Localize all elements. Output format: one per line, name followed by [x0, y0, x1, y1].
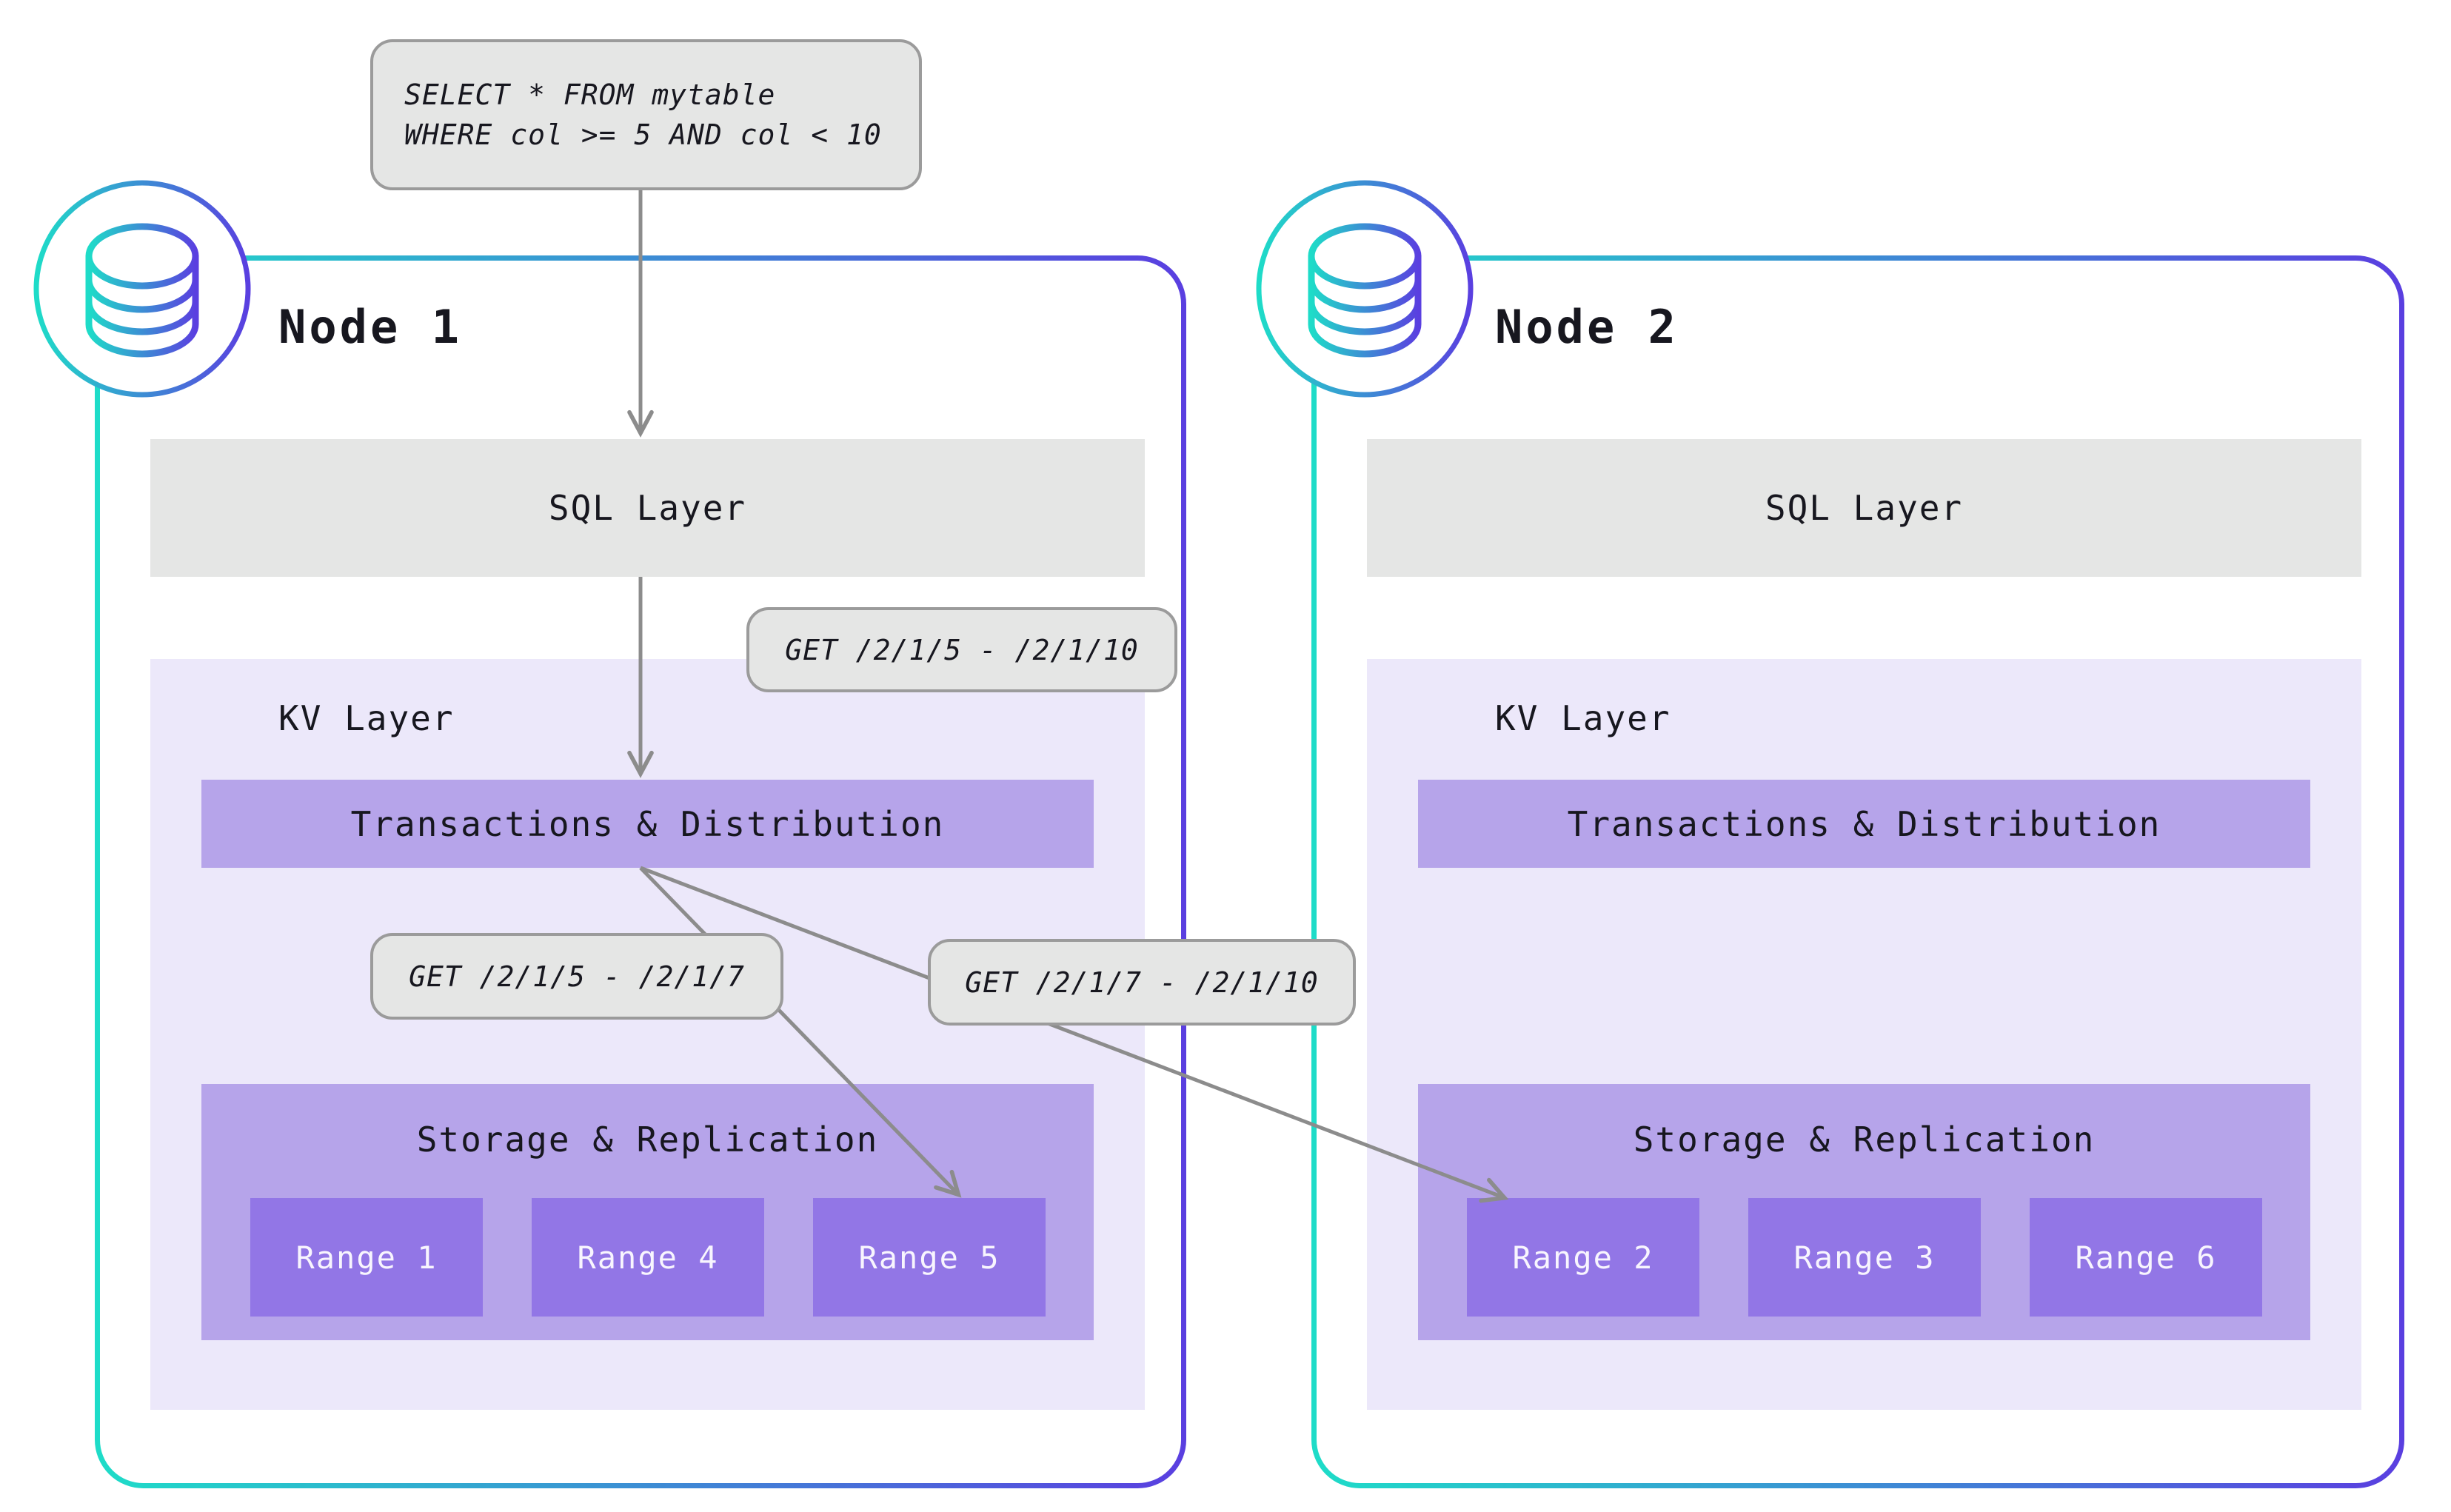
range-box: Range 4: [532, 1198, 764, 1317]
get-full-range-label: GET /2/1/5 - /2/1/10: [746, 607, 1177, 692]
node-2-transactions-box: Transactions & Distribution: [1418, 780, 2310, 868]
node-1-title: Node 1: [278, 300, 462, 354]
get-left-split-label: GET /2/1/5 - /2/1/7: [370, 933, 783, 1020]
get-right-split-label: GET /2/1/7 - /2/1/10: [928, 939, 1356, 1026]
node-1-container: Node 1 SQL Layer KV Layer Transactions &…: [95, 255, 1186, 1488]
node-2-kv-layer-label: KV Layer: [1495, 698, 1671, 738]
range-box: Range 2: [1467, 1198, 1699, 1317]
node-1-transactions-box: Transactions & Distribution: [201, 780, 1094, 868]
node-2-container: Node 2 SQL Layer KV Layer Transactions &…: [1311, 255, 2404, 1488]
range-box: Range 5: [813, 1198, 1046, 1317]
range-box: Range 6: [2030, 1198, 2262, 1317]
range-box: Range 3: [1748, 1198, 1981, 1317]
node-2-title: Node 2: [1495, 300, 1679, 354]
node-2-sql-layer-box: SQL Layer: [1367, 439, 2361, 577]
node-1-sql-layer-box: SQL Layer: [150, 439, 1145, 577]
sql-query-label: SELECT * FROM mytable WHERE col >= 5 AND…: [370, 39, 922, 190]
range-box: Range 1: [250, 1198, 483, 1317]
node-1-kv-layer-label: KV Layer: [278, 698, 455, 738]
sql-query-line-2: WHERE col >= 5 AND col < 10: [404, 118, 882, 151]
sql-query-line-1: SELECT * FROM mytable: [404, 78, 776, 111]
